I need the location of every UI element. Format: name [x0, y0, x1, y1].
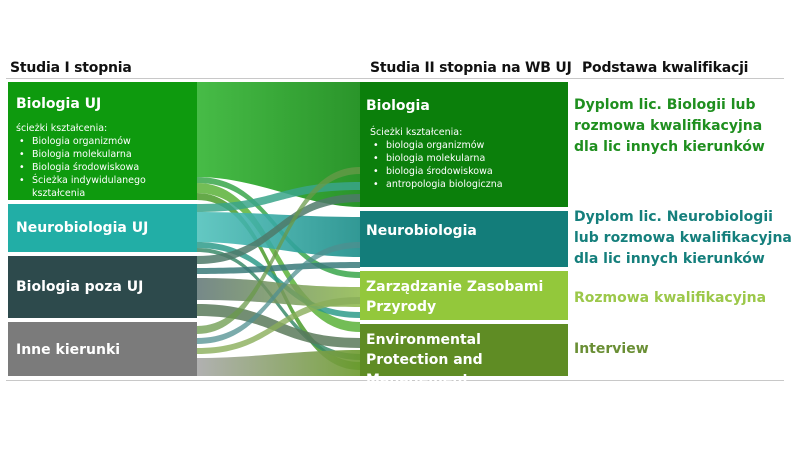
- header-first-cycle: Studia I stopnia: [10, 60, 132, 76]
- list-item: biologia środowiskowa: [370, 165, 568, 178]
- source-inne-kierunki: Inne kierunki: [8, 322, 197, 376]
- target-environmental: Environmental Protection and Management: [360, 324, 568, 388]
- qualification-line: Rozmowa kwalifikacyjna: [574, 290, 767, 306]
- target-title: Environmental Protection and Management: [366, 332, 483, 388]
- source-biologia-poza-uj: Biologia poza UJ: [8, 256, 197, 318]
- source-subtitle: ścieżki kształcenia:: [16, 123, 108, 134]
- qualification-line: dla lic innych kierunków: [574, 139, 765, 155]
- target-title: Zarządzanie Zasobami Przyrody: [366, 279, 544, 315]
- qualification-biologia: Dyplom lic. Biologii lub rozmowa kwalifi…: [574, 95, 765, 158]
- list-item: biologia molekularna: [370, 152, 568, 165]
- qualification-line: Dyplom lic. Biologii lub: [574, 97, 756, 113]
- list-item: biologia organizmów: [370, 139, 568, 152]
- target-title: Biologia: [366, 98, 430, 114]
- header-qualification: Podstawa kwalifikacji: [582, 60, 749, 76]
- qualification-line: dla lic innych kierunków: [574, 251, 765, 267]
- target-paths-list: biologia organizmów biologia molekularna…: [366, 139, 568, 191]
- list-item: Ścieżka indywidulanego kształcenia: [16, 174, 197, 200]
- list-item: antropologia biologiczna: [370, 178, 568, 191]
- target-biologia: Biologia Ścieżki kształcenia: biologia o…: [360, 82, 568, 207]
- header-divider: [6, 78, 784, 79]
- list-item: Biologia środowiskowa: [16, 161, 197, 174]
- qualification-line: rozmowa kwalifikacyjna: [574, 118, 763, 134]
- target-zarzadzanie: Zarządzanie Zasobami Przyrody: [360, 271, 568, 320]
- qualification-line: Interview: [574, 341, 649, 357]
- list-item: Biologia molekularna: [16, 148, 197, 161]
- qualification-line: Dyplom lic. Neurobiologii: [574, 209, 773, 225]
- qualification-neurobiologia: Dyplom lic. Neurobiologii lub rozmowa kw…: [574, 207, 792, 270]
- source-title: Inne kierunki: [16, 342, 121, 358]
- list-item: Biologia organizmów: [16, 135, 197, 148]
- target-title: Neurobiologia: [366, 223, 477, 239]
- header-second-cycle: Studia II stopnia na WB UJ: [370, 60, 572, 76]
- sankey-flows: [197, 82, 360, 376]
- target-neurobiologia: Neurobiologia: [360, 211, 568, 267]
- qualification-zarzadzanie: Rozmowa kwalifikacyjna: [574, 288, 766, 309]
- source-title: Biologia UJ: [16, 96, 102, 112]
- bottom-divider: [6, 380, 784, 381]
- source-paths-list: Biologia organizmów Biologia molekularna…: [16, 135, 197, 200]
- source-biologia-uj: Biologia UJ ścieżki kształcenia: Biologi…: [8, 82, 197, 200]
- source-neurobiologia-uj: Neurobiologia UJ: [8, 204, 197, 252]
- source-title: Neurobiologia UJ: [16, 220, 149, 236]
- qualification-environmental: Interview: [574, 339, 649, 360]
- qualification-line: lub rozmowa kwalifikacyjna: [574, 230, 792, 246]
- source-title: Biologia poza UJ: [16, 279, 144, 295]
- target-subtitle: Ścieżki kształcenia:: [370, 127, 463, 138]
